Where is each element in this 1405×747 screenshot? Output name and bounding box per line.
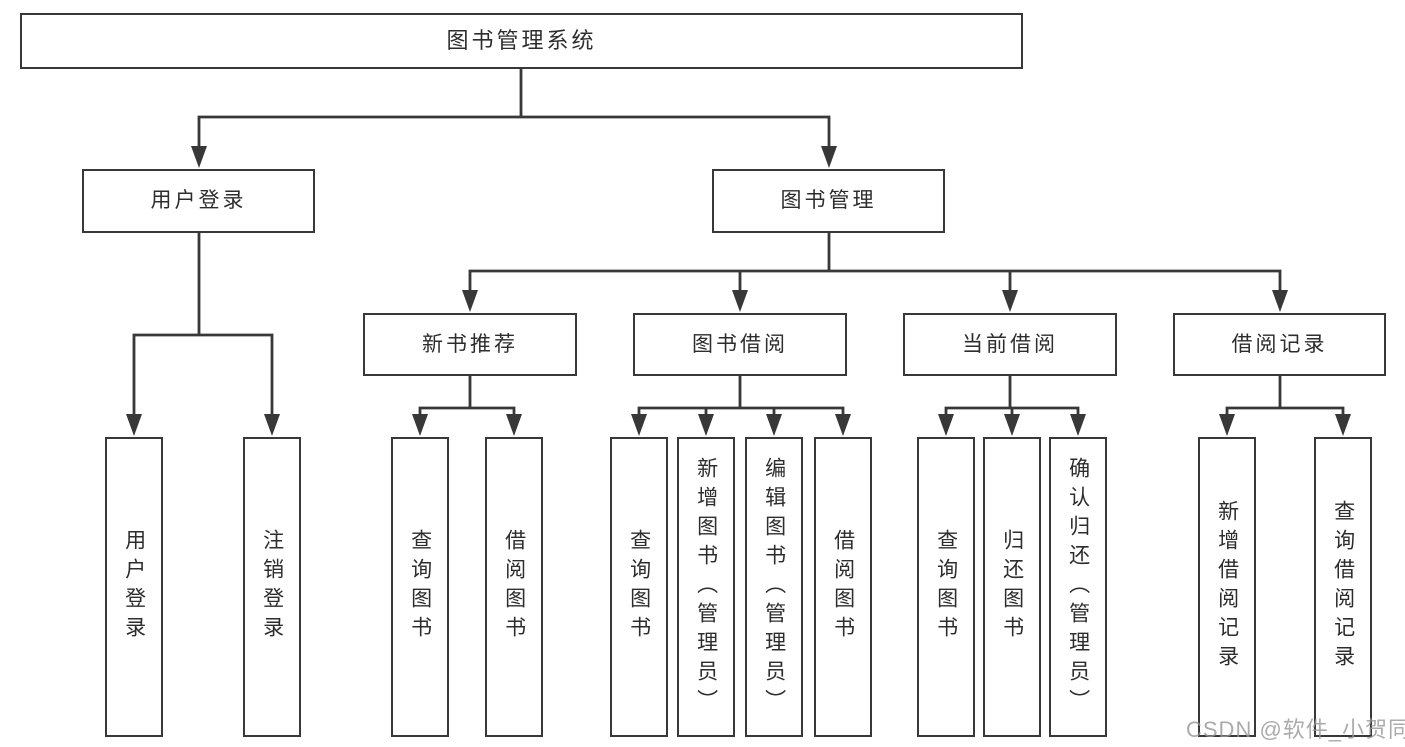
leaf-add-borrow-record: 新增借阅记录: [1198, 437, 1256, 737]
node-library-management-system: 图书管理系统: [20, 13, 1023, 69]
node-user-login: 用户登录: [82, 169, 315, 233]
leaf-add-books-admin: 新增图书（管理员）: [677, 437, 735, 737]
leaf-confirm-return-admin: 确认归还（管理员）: [1049, 437, 1107, 737]
leaf-user-login: 用户登录: [105, 437, 163, 737]
node-current-borrowing: 当前借阅: [903, 313, 1117, 376]
leaf-query-books-borrowing: 查询图书: [610, 437, 668, 737]
node-borrowing-records: 借阅记录: [1173, 313, 1386, 376]
node-book-borrowing: 图书借阅: [633, 313, 847, 376]
leaf-return-books: 归还图书: [983, 437, 1041, 737]
leaf-edit-books-admin: 编辑图书（管理员）: [745, 437, 803, 737]
node-book-management: 图书管理: [712, 169, 945, 233]
leaf-query-books-current: 查询图书: [917, 437, 975, 737]
leaf-logout-login: 注销登录: [243, 437, 301, 737]
leaf-borrow-books-recommend: 借阅图书: [485, 437, 543, 737]
node-new-book-recommendation: 新书推荐: [363, 313, 577, 376]
leaf-borrow-books-borrowing: 借阅图书: [814, 437, 872, 737]
leaf-query-borrow-record: 查询借阅记录: [1314, 437, 1372, 737]
leaf-query-books-recommend: 查询图书: [391, 437, 449, 737]
watermark-text: CSDN @软件_小贺同学: [1186, 717, 1405, 742]
